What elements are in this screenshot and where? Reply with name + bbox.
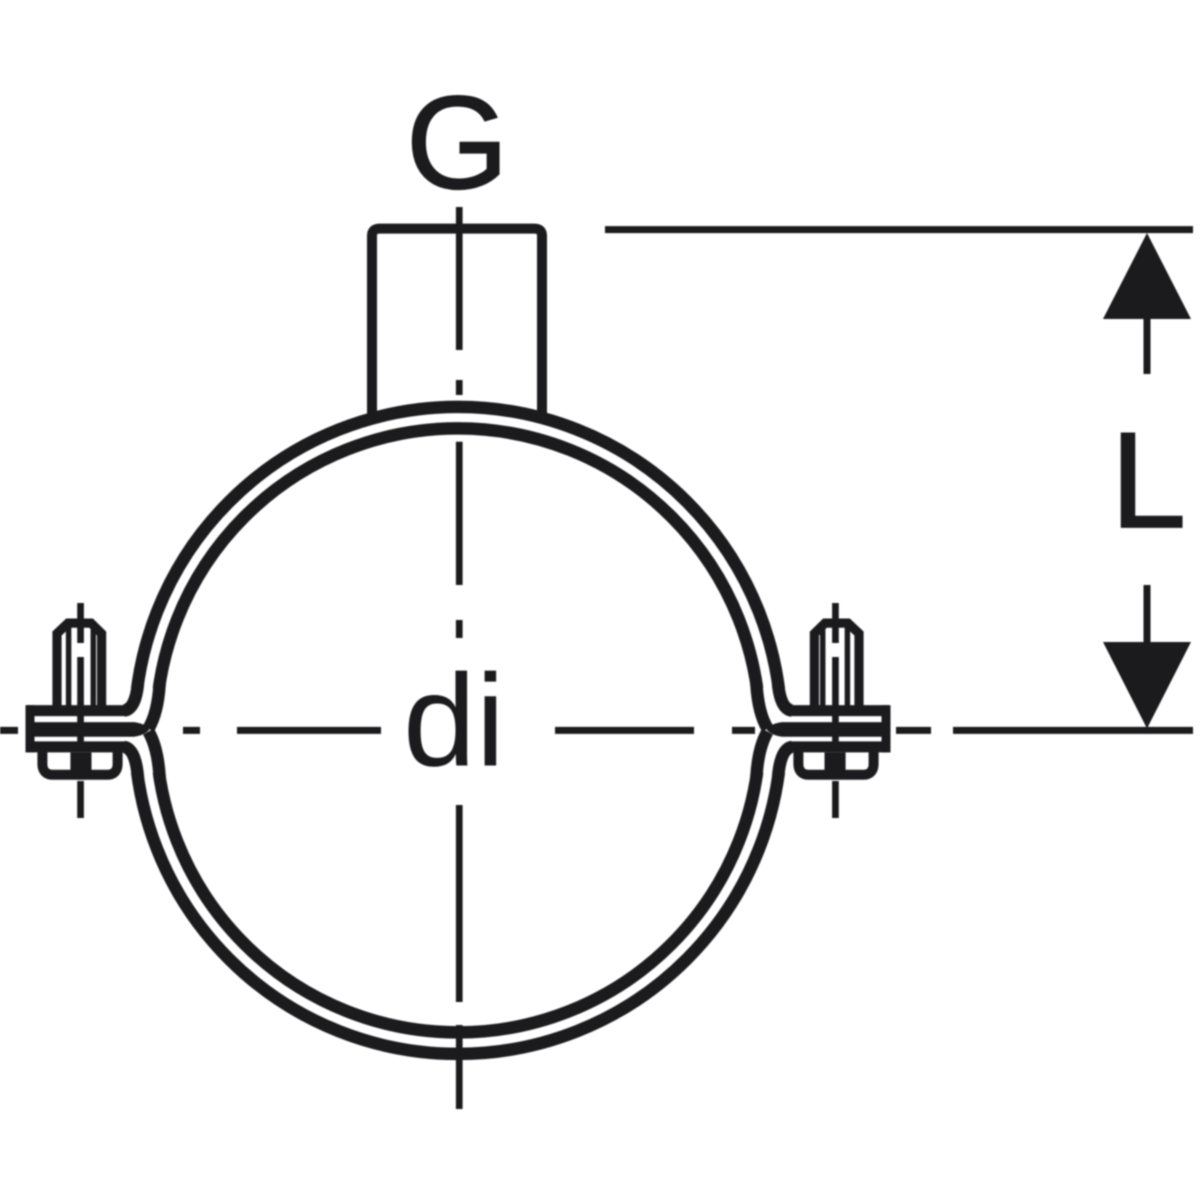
svg-text:G: G bbox=[406, 69, 509, 216]
svg-text:L: L bbox=[1111, 404, 1187, 556]
svg-text:di: di bbox=[403, 647, 505, 794]
